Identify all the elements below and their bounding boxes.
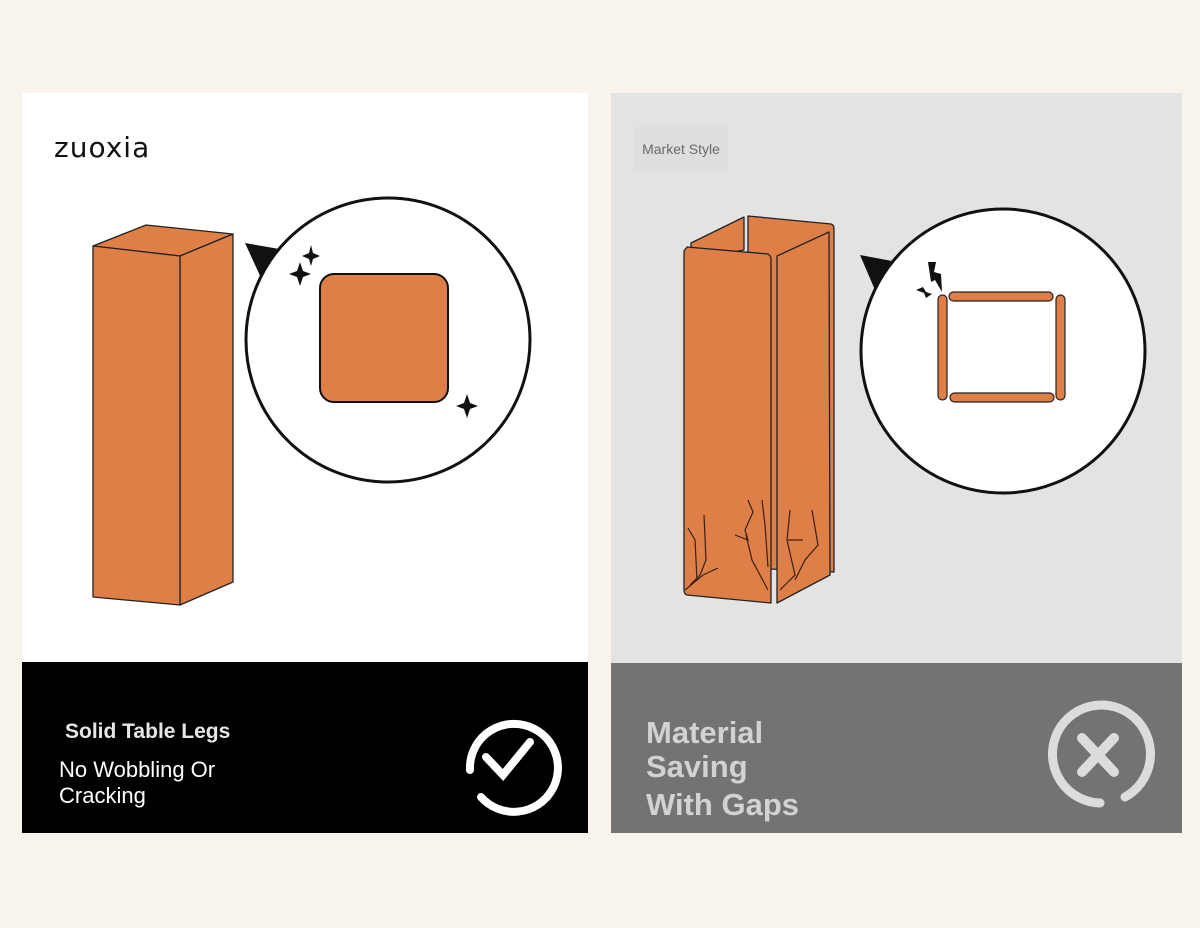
broken-lightning-icon [916, 262, 942, 298]
check-circle-icon [465, 719, 562, 816]
hollow-zoom-bubble [859, 207, 1147, 495]
solid-leg-title: Solid Table Legs [65, 720, 231, 743]
sparkle-icon [289, 245, 478, 418]
brand-logo: zuoxia [54, 131, 151, 164]
x-circle-icon [1047, 700, 1155, 808]
market-style-title: Material Saving With Gaps [646, 716, 846, 822]
solid-cross-section [319, 273, 449, 403]
title-line: With Gaps [646, 787, 800, 822]
crack-marks [684, 499, 819, 591]
solid-zoom-bubble [244, 196, 532, 484]
title-line: Saving [646, 749, 748, 784]
hollow-leg-illustration [683, 215, 835, 604]
title-line: Material [646, 715, 764, 750]
market-style-label: Market Style [634, 127, 728, 171]
solid-leg-illustration [92, 224, 234, 606]
hollow-cross-section [937, 291, 1066, 403]
solid-leg-subtitle: No Wobbling Or Cracking [59, 757, 216, 808]
